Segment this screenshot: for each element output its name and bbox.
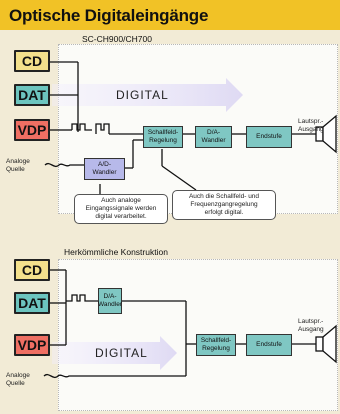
bottom-source-vdp: VDP — [14, 334, 50, 356]
top-source-vdp: VDP — [14, 119, 50, 141]
bottom-block-schallfeld: Schallfeld- Regelung — [196, 334, 236, 356]
bottom-digital-arrow — [52, 336, 177, 370]
bottom-speaker-label: Lautspr.- Ausgang — [298, 318, 324, 333]
top-digital-label: DIGITAL — [116, 88, 169, 102]
bottom-analog-label: Analoge Quelle — [6, 372, 30, 387]
top-speaker-icon — [315, 114, 337, 154]
top-source-cd: CD — [14, 50, 50, 72]
top-model-label: SC-CH900/CH700 — [82, 34, 152, 44]
top-block-schallfeld: Schallfeld- Regelung — [143, 126, 183, 148]
top-block-da: D/A- Wandler — [195, 126, 232, 148]
bottom-speaker-icon — [315, 324, 337, 364]
page-title: Optische Digitaleingänge — [9, 6, 209, 25]
bottom-source-cd: CD — [14, 259, 50, 281]
bottom-block-da: D/A- Wandler — [98, 288, 122, 314]
top-note-analog: Auch analoge Eingangssignale werden digi… — [74, 194, 168, 224]
bottom-block-endstufe: Endstufe — [246, 334, 292, 356]
top-digital-arrow — [52, 78, 243, 112]
top-note-schallfeld: Auch die Schallfeld- und Frequenzgangreg… — [172, 190, 276, 220]
bottom-section-title: Herkömmliche Konstruktion — [64, 247, 168, 257]
top-block-ad: A/D- Wandler — [84, 158, 125, 180]
top-source-dat: DAT — [14, 84, 50, 106]
top-block-endstufe: Endstufe — [246, 126, 292, 148]
top-speaker-label: Lautspr.- Ausgang — [298, 118, 324, 133]
top-analog-label: Analoge Quelle — [6, 158, 30, 173]
bottom-digital-label: DIGITAL — [95, 346, 148, 360]
bottom-source-dat: DAT — [14, 292, 50, 314]
title-bar — [0, 0, 340, 30]
